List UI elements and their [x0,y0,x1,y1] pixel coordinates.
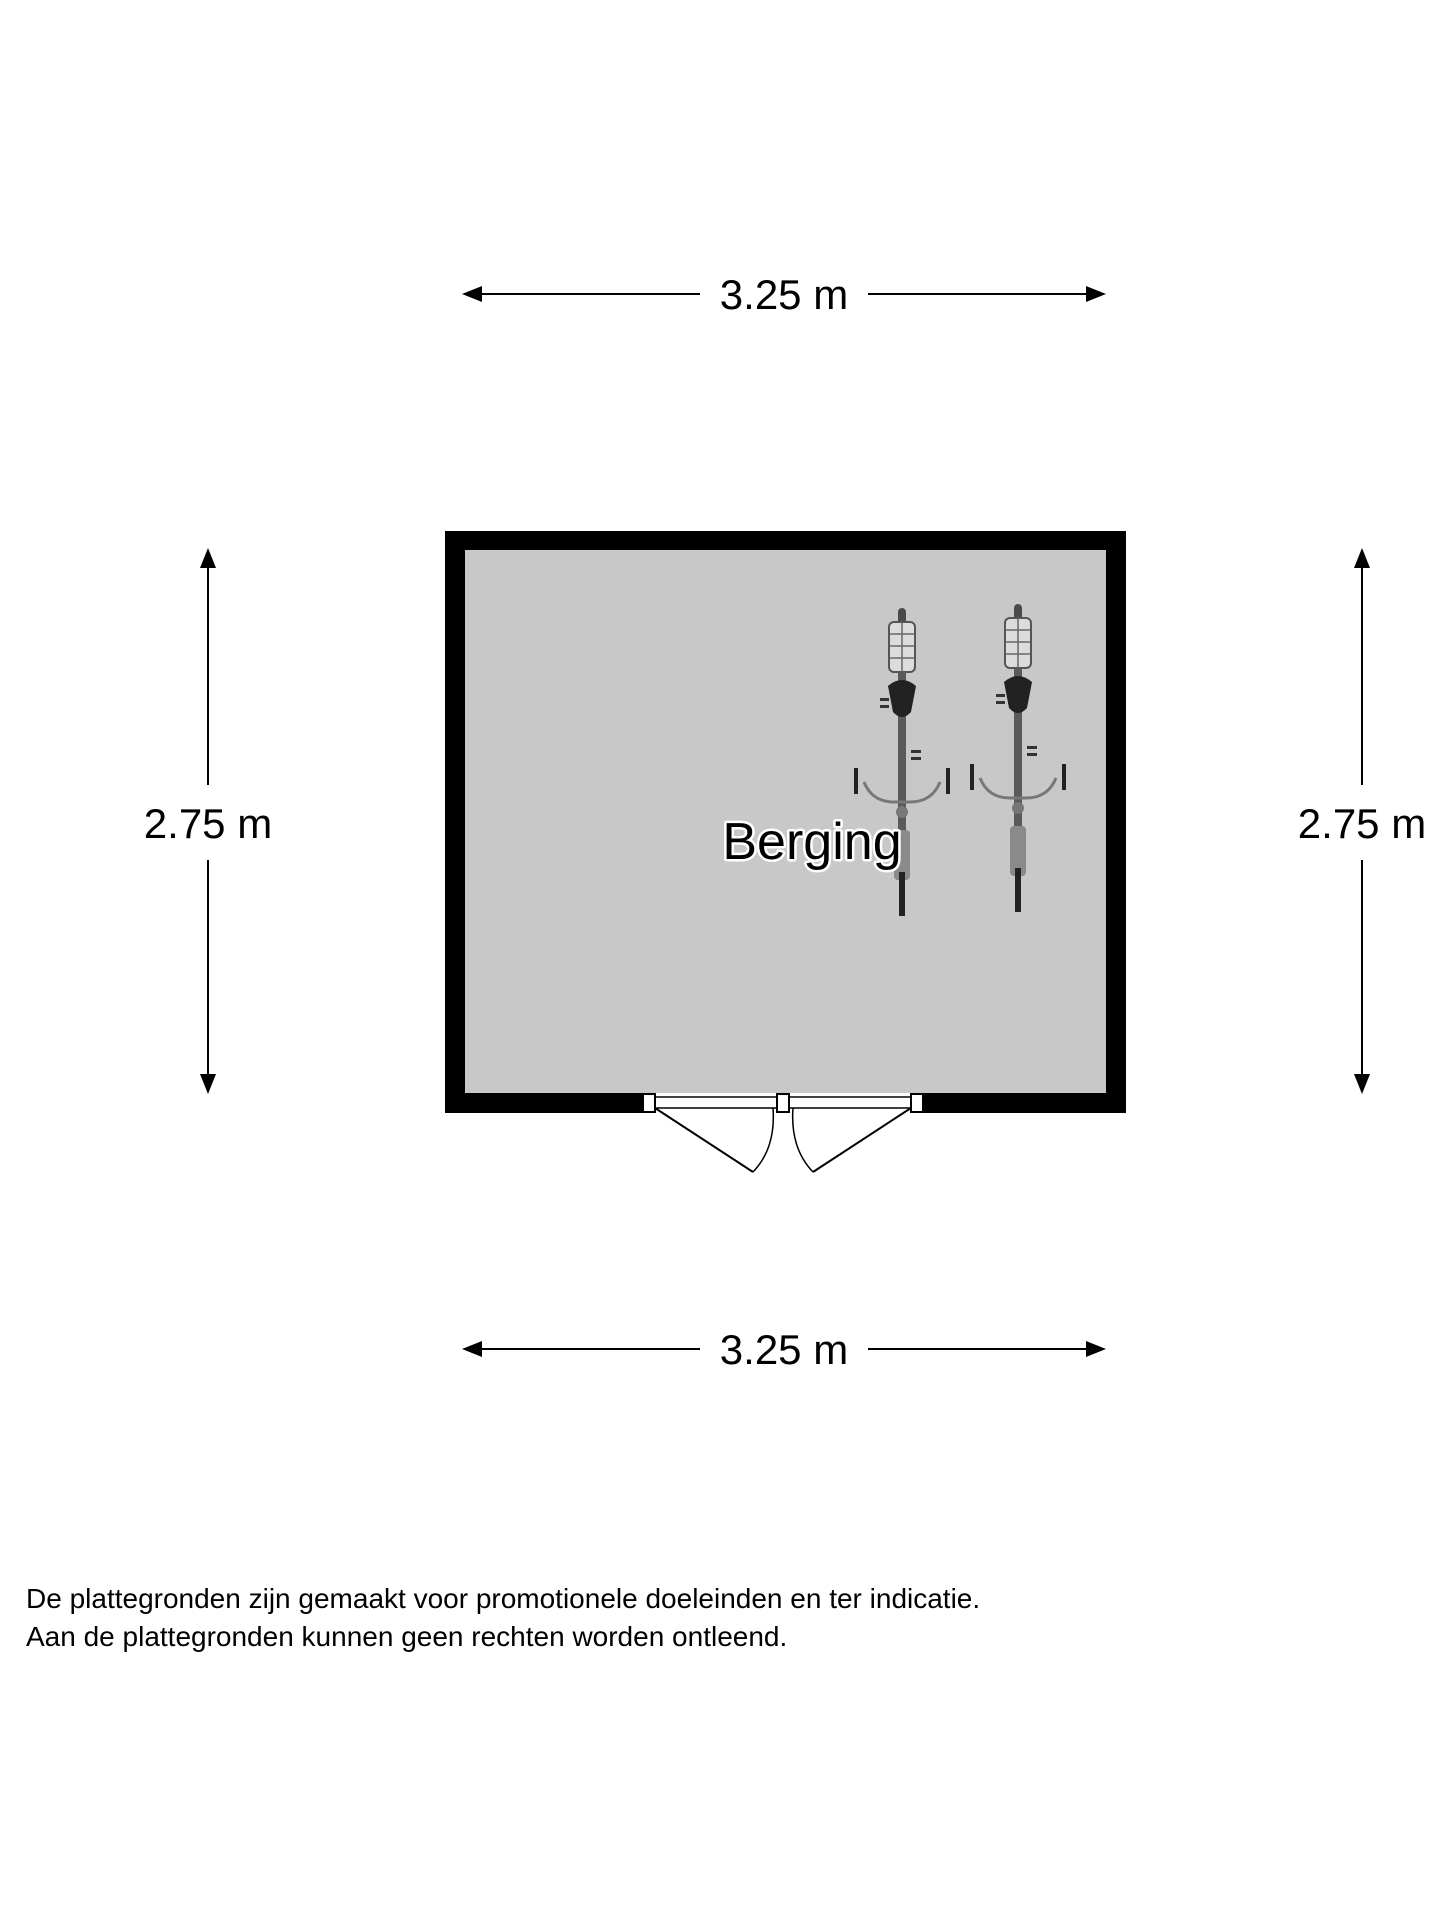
dimension-right-label: 2.75 m [1298,800,1426,847]
dimension-bottom-label: 3.25 m [720,1326,848,1373]
dimension-right: 2.75 m [1298,548,1426,1094]
room-label: Berging [722,813,901,871]
disclaimer-line-2: Aan de plattegronden kunnen geen rechten… [26,1621,788,1652]
dimension-left: 2.75 m [144,548,272,1094]
disclaimer: De plattegronden zijn gemaakt voor promo… [26,1580,1406,1656]
floor [465,550,1106,1093]
dimension-top: 3.25 m [462,271,1106,318]
double-door-icon [642,1093,924,1173]
disclaimer-line-1: De plattegronden zijn gemaakt voor promo… [26,1583,981,1614]
dimension-bottom: 3.25 m [462,1326,1106,1373]
dimension-left-label: 2.75 m [144,800,272,847]
dimension-top-label: 3.25 m [720,271,848,318]
